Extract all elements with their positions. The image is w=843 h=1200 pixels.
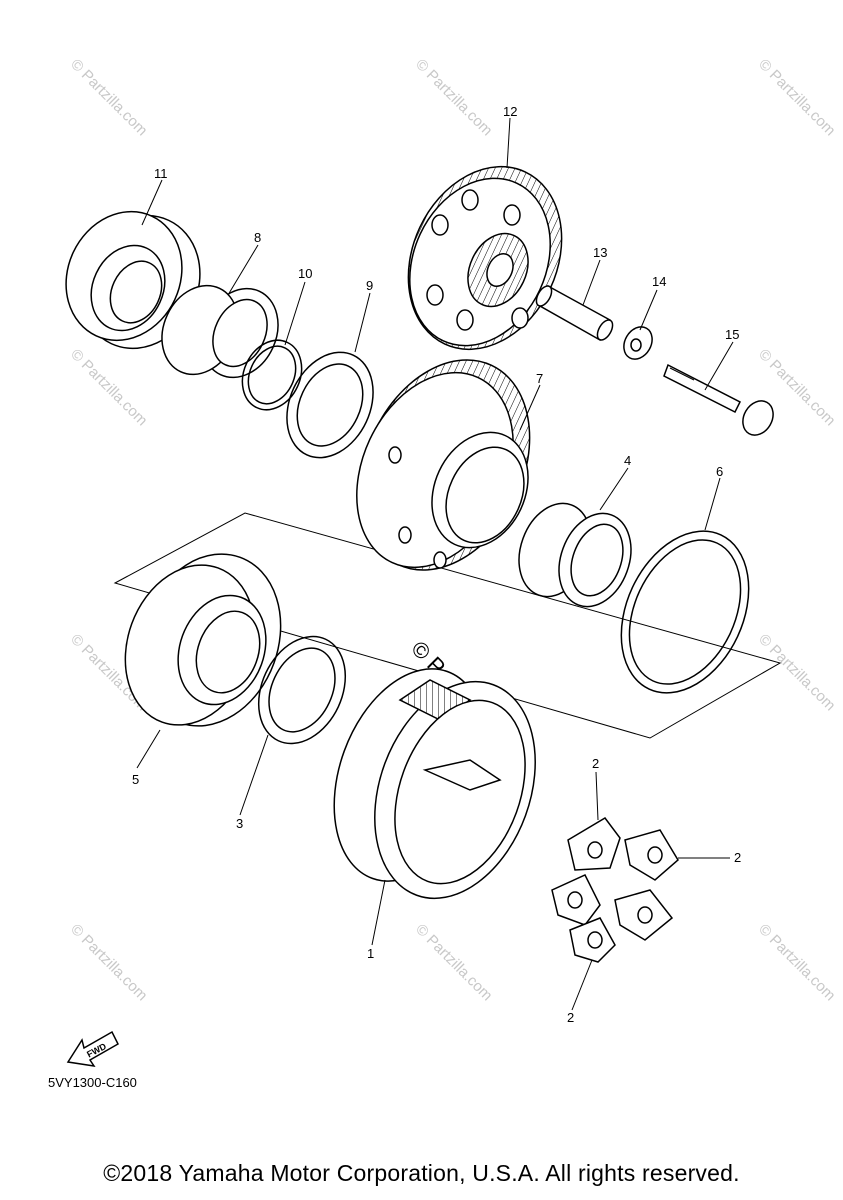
- callout-1: 1: [367, 946, 374, 961]
- callout-2-bottom: 2: [567, 1010, 574, 1025]
- callout-3: 3: [236, 816, 243, 831]
- leader-lines: [136, 117, 734, 1011]
- part-10-ring: [241, 339, 303, 411]
- watermark: © Partzilla.com: [412, 921, 495, 1004]
- callout-14: 14: [652, 274, 666, 289]
- callouts: 11 8 10 9 12 13 14 15 7 4 6 5 3 1 2 2 2: [132, 104, 741, 1025]
- part-13-shaft: [535, 284, 614, 342]
- watermark: © Partzilla.com: [67, 346, 150, 429]
- callout-9: 9: [366, 278, 373, 293]
- fwd-arrow-icon: FWD: [66, 1030, 119, 1068]
- callout-2-top: 2: [592, 756, 599, 771]
- callout-13: 13: [593, 245, 607, 260]
- copyright-notice: ©2018 Yamaha Motor Corporation, U.S.A. A…: [103, 1160, 740, 1186]
- callout-7: 7: [536, 371, 543, 386]
- callout-11: 11: [154, 166, 168, 181]
- part-14-washer: [623, 326, 653, 360]
- part-3-washer: [257, 635, 347, 745]
- part-2-dampers: [551, 817, 679, 963]
- callout-12: 12: [503, 104, 517, 119]
- watermark: © Partzilla.com: [67, 921, 150, 1004]
- part-1-housing: [333, 668, 536, 900]
- callout-15: 15: [725, 327, 739, 342]
- part-5-clutch: [124, 553, 282, 727]
- watermark: © Partzilla.com: [412, 56, 495, 139]
- part-12-gear: [407, 165, 563, 351]
- watermark: © Partzilla.com: [67, 56, 150, 139]
- callout-5: 5: [132, 772, 139, 787]
- part-11-bearing: [65, 210, 201, 350]
- part-4-collar: [518, 502, 632, 608]
- watermark: © Partzilla.com: [755, 631, 838, 714]
- callout-2-right: 2: [734, 850, 741, 865]
- part-6-plate: [620, 530, 750, 694]
- watermark: © Partzilla.com: [755, 56, 838, 139]
- part-15-bolt: [663, 363, 774, 436]
- part-7-gear: [356, 359, 531, 571]
- callout-4: 4: [624, 453, 631, 468]
- watermark: © Partzilla.com: [755, 921, 838, 1004]
- callout-8: 8: [254, 230, 261, 245]
- part-code: 5VY1300-C160: [48, 1075, 137, 1090]
- callout-10: 10: [298, 266, 312, 281]
- callout-6: 6: [716, 464, 723, 479]
- part-9-washer: [286, 351, 374, 459]
